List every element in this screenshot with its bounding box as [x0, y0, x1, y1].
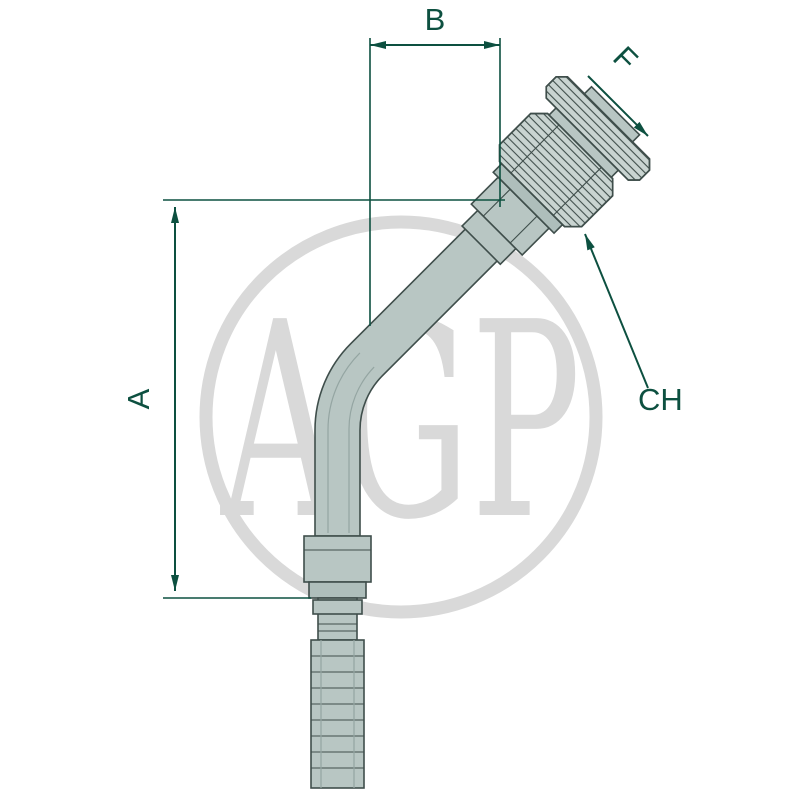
dimension-label-a: A — [121, 388, 156, 409]
fitting-drawing — [303, 76, 651, 789]
head-group — [460, 76, 651, 266]
watermark: AGP — [199, 215, 603, 619]
dimension-ch: CH — [584, 233, 683, 417]
collar-step — [308, 581, 367, 599]
dimension-label-b: B — [425, 2, 446, 37]
pilot-face — [583, 85, 641, 144]
crimp-collar — [303, 535, 372, 583]
nut-flats — [510, 124, 602, 216]
leader-line-ch — [584, 233, 649, 389]
watermark-ring — [199, 215, 603, 619]
dimension-a: A — [121, 199, 505, 599]
dimension-label-ch: CH — [638, 382, 683, 417]
dimension-b: B — [369, 2, 501, 326]
head-body-flats — [482, 188, 538, 244]
barb-shading — [320, 640, 355, 788]
neck-grooves — [318, 623, 357, 632]
dimension-line-f — [587, 75, 649, 137]
stop-ring — [312, 599, 363, 615]
swivel-nut-hatch — [498, 112, 614, 228]
flange-hatch — [545, 76, 651, 181]
barb-serrations — [311, 655, 364, 769]
tube-shading — [327, 352, 375, 533]
hose-barb — [310, 639, 365, 789]
